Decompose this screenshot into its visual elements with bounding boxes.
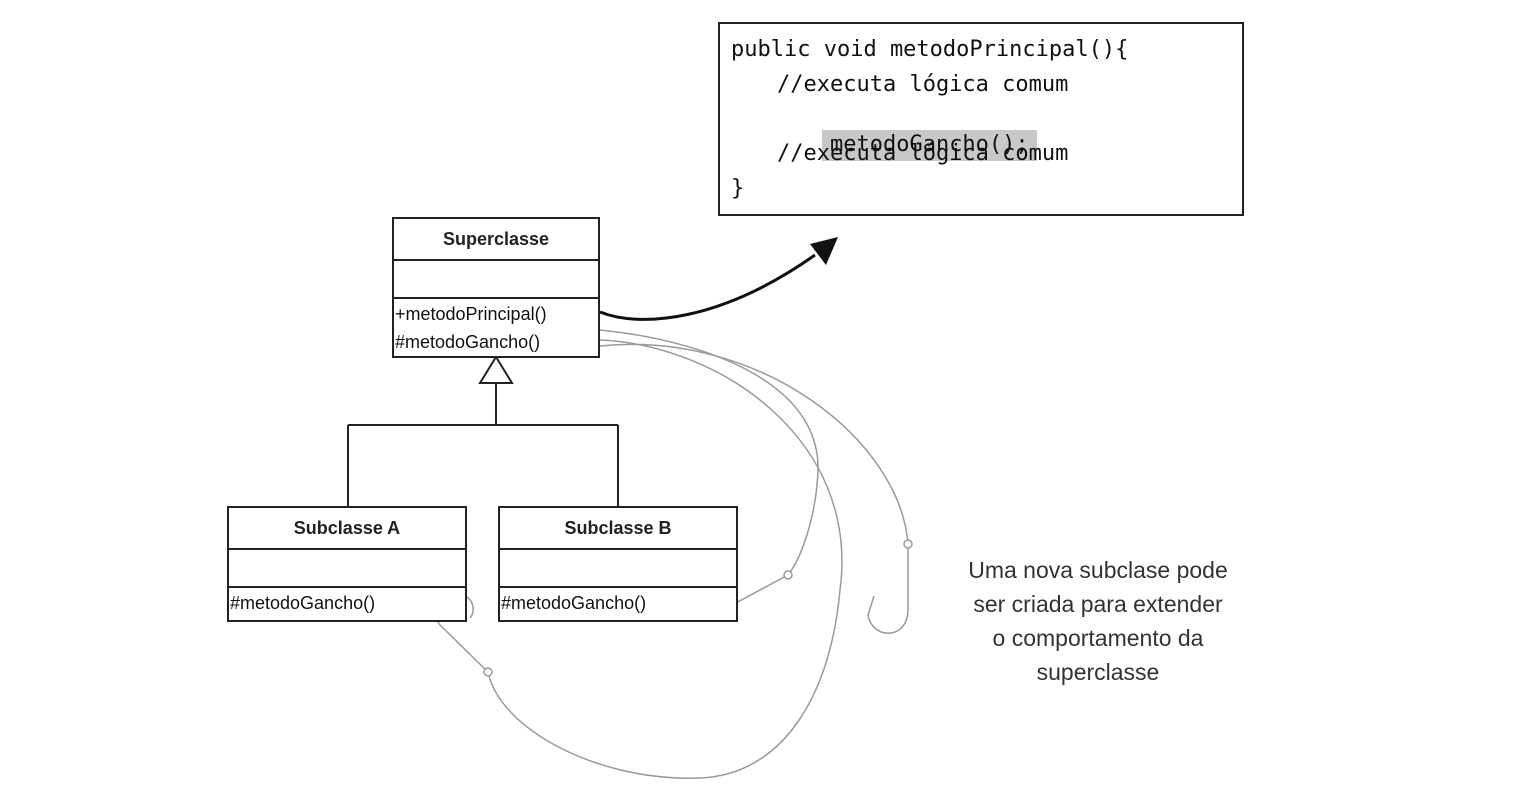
superclass-op-metodo-gancho: #metodoGancho()	[395, 332, 541, 352]
hook-call-highlight: metodoGancho();	[821, 130, 1037, 161]
note-line-1: Uma nova subclase pode	[968, 557, 1228, 583]
code-line-signature: public void metodoPrincipal(){	[731, 37, 1129, 62]
subclass-a-operations: #metodoGancho()	[229, 586, 465, 620]
subclass-a-op-metodo-gancho: #metodoGancho()	[230, 593, 376, 613]
superclass-operations: +metodoPrincipal() #metodoGancho()	[394, 297, 598, 356]
code-snippet-box: public void metodoPrincipal(){ //executa…	[718, 22, 1244, 216]
call-arrow	[599, 237, 838, 321]
subclass-b-attributes	[500, 548, 736, 586]
superclass-attributes	[394, 259, 598, 297]
superclass-op-metodo-principal: +metodoPrincipal()	[395, 304, 547, 324]
code-line-close-brace: }	[731, 176, 745, 201]
subclass-a-name: Subclasse A	[293, 518, 401, 538]
hook-line-free	[599, 343, 913, 634]
new-subclass-note: Uma nova subclase pode ser criada para e…	[918, 553, 1278, 689]
code-line-hook-call: metodoGancho();	[777, 106, 1037, 184]
superclass-box: Superclasse +metodoPrincipal() #metodoGa…	[392, 217, 600, 358]
superclass-name: Superclasse	[442, 229, 550, 249]
subclass-b-name: Subclasse B	[564, 518, 672, 538]
note-line-2: ser criada para extender	[973, 591, 1223, 617]
note-line-4: superclasse	[1036, 659, 1160, 685]
inheritance-connector	[347, 355, 619, 507]
generalization-triangle	[478, 355, 514, 384]
subclass-b-operations: #metodoGancho()	[500, 586, 736, 620]
subclass-a-box: Subclasse A #metodoGancho()	[227, 506, 467, 622]
subclass-b-op-metodo-gancho: #metodoGancho()	[501, 593, 647, 613]
note-line-3: o comportamento da	[992, 625, 1204, 651]
subclass-b-box: Subclasse B #metodoGancho()	[498, 506, 738, 622]
code-line-comment-2: //executa lógica comum	[777, 141, 1069, 166]
subclass-a-attributes	[229, 548, 465, 586]
code-line-comment-1: //executa lógica comum	[777, 72, 1069, 97]
